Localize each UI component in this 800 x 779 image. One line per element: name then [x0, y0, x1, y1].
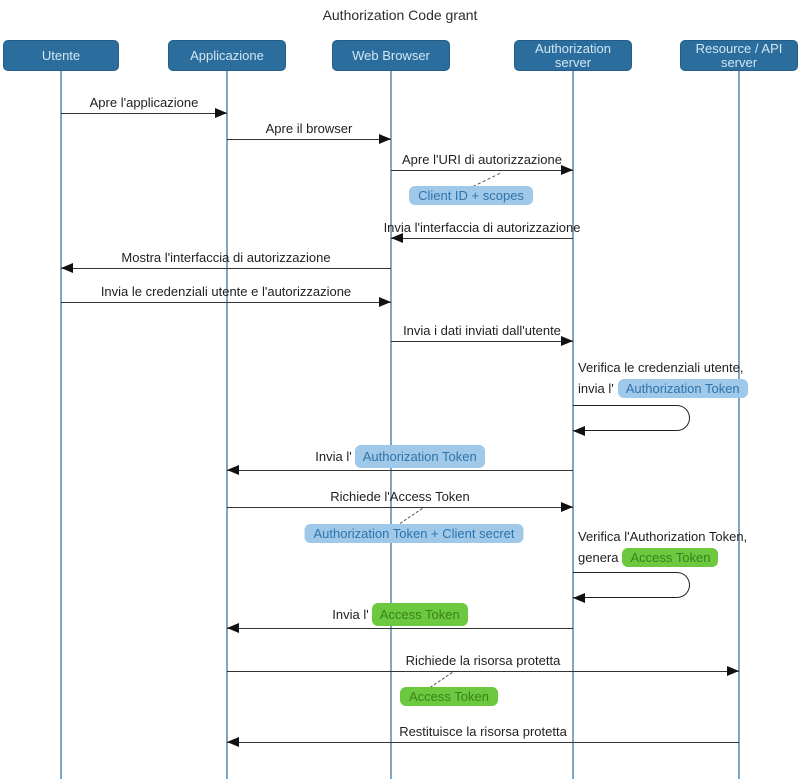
note-client-id-scopes: Client ID + scopes — [409, 186, 533, 205]
arrowhead-left-icon — [227, 737, 239, 747]
selfloop-line2-prefix: genera — [578, 550, 619, 565]
arrowhead-right-icon — [379, 134, 391, 144]
msg-label-prefix: Invia l' — [315, 449, 352, 464]
msg-restituisce-risorsa-line — [227, 742, 739, 743]
selfloop-line1: Verifica le credenziali utente, — [578, 360, 744, 375]
arrowhead-right-icon — [561, 502, 573, 512]
msg-invia-access-token-line — [227, 628, 573, 629]
msg-apre-applicazione-line — [61, 113, 227, 114]
actor-utente: Utente — [3, 40, 119, 71]
msg-richiede-risorsa-label: Richiede la risorsa protetta — [405, 653, 561, 668]
msg-apre-browser-line — [227, 139, 391, 140]
msg-invia-dati-label: Invia i dati inviati dall'utente — [403, 323, 561, 338]
msg-mostra-interfaccia-label: Mostra l'interfaccia di autorizzazione — [121, 250, 331, 265]
msg-invia-dati-line — [391, 341, 573, 342]
msg-richiede-risorsa-line — [227, 671, 739, 672]
msg-invia-credenziali-label: Invia le credenziali utente e l'autorizz… — [100, 284, 352, 299]
arrowhead-left-icon — [573, 593, 585, 603]
msg-apre-uri-line — [391, 170, 573, 171]
selfloop-line2-prefix: invia l' — [578, 381, 614, 396]
arrowhead-right-icon — [379, 297, 391, 307]
msg-invia-access-token-label: Invia l' Access Token — [227, 603, 573, 626]
authorization-token-badge: Authorization Token — [617, 379, 748, 398]
arrowhead-right-icon — [215, 108, 227, 118]
note-connector — [399, 507, 423, 524]
lifeline-resource-api-server — [738, 71, 740, 779]
arrowhead-left-icon — [61, 263, 73, 273]
actor-resource-api-server: Resource / API server — [680, 40, 798, 71]
lifeline-applicazione — [226, 71, 228, 779]
actor-authorization-server: Authorization server — [514, 40, 632, 71]
lifeline-utente — [60, 71, 62, 779]
msg-invia-authorization-token-label: Invia l' Authorization Token — [227, 445, 573, 468]
authorization-token-badge: Authorization Token — [354, 445, 485, 468]
lifeline-web-browser — [390, 71, 392, 779]
diagram-title: Authorization Code grant — [322, 7, 478, 23]
msg-richiede-access-token-label: Richiede l'Access Token — [330, 489, 470, 504]
msg-apre-browser-label: Apre il browser — [265, 121, 353, 136]
msg-invia-interfaccia-line — [391, 238, 573, 239]
arrowhead-left-icon — [391, 233, 403, 243]
msg-apre-applicazione-label: Apre l'applicazione — [89, 95, 199, 110]
arrowhead-right-icon — [561, 165, 573, 175]
actor-applicazione: Applicazione — [168, 40, 286, 71]
selfloop-curve — [573, 405, 690, 431]
arrowhead-right-icon — [561, 336, 573, 346]
selfloop-verifica-token-text: Verifica l'Authorization Token, genera A… — [578, 528, 747, 568]
msg-richiede-access-token-line — [227, 507, 573, 508]
msg-invia-authorization-token-line — [227, 470, 573, 471]
note-connector — [472, 172, 501, 187]
selfloop-verifica-credenziali-text: Verifica le credenziali utente, invia l'… — [578, 359, 748, 399]
note-access-token: Access Token — [400, 687, 498, 706]
msg-invia-interfaccia-label: Invia l'interfaccia di autorizzazione — [383, 220, 581, 235]
selfloop-curve — [573, 572, 690, 598]
arrowhead-left-icon — [573, 426, 585, 436]
access-token-badge: Access Token — [371, 603, 468, 626]
arrowhead-left-icon — [227, 623, 239, 633]
msg-label-prefix: Invia l' — [332, 607, 369, 622]
note-authtoken-clientsecret: Authorization Token + Client secret — [304, 524, 524, 543]
arrowhead-right-icon — [727, 666, 739, 676]
msg-restituisce-risorsa-label: Restituisce la risorsa protetta — [399, 724, 567, 739]
selfloop-line1: Verifica l'Authorization Token, — [578, 529, 748, 544]
msg-mostra-interfaccia-line — [61, 268, 391, 269]
actor-web-browser: Web Browser — [332, 40, 450, 71]
msg-invia-credenziali-line — [61, 302, 391, 303]
access-token-badge: Access Token — [622, 548, 719, 567]
note-connector — [429, 671, 453, 688]
msg-apre-uri-label: Apre l'URI di autorizzazione — [402, 152, 562, 167]
arrowhead-left-icon — [227, 465, 239, 475]
